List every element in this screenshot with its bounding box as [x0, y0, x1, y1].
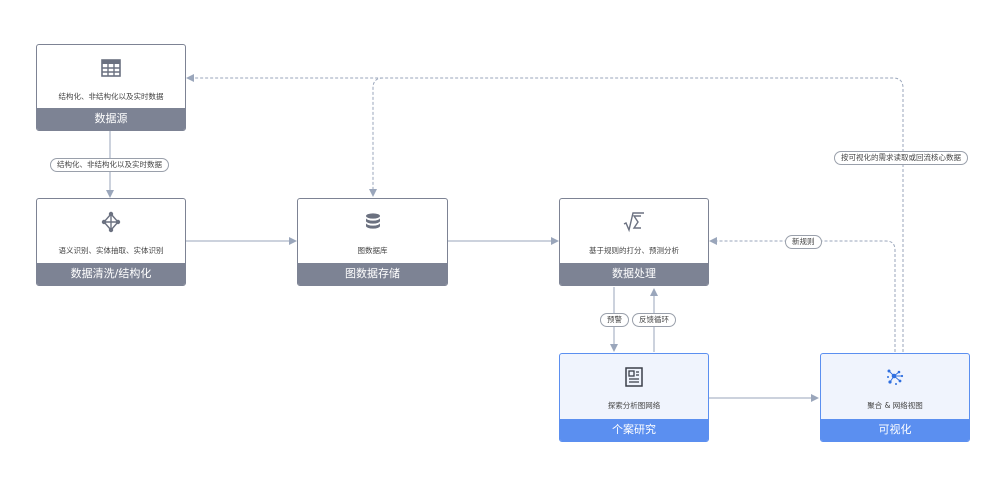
node-visualization[interactable]: 聚合 & 网络视图 可视化	[820, 353, 970, 442]
node-data-source[interactable]: 结构化、非结构化以及实时数据 数据源	[36, 44, 186, 131]
node-graph-storage[interactable]: 图数据库 图数据存储	[297, 198, 448, 286]
table-icon	[101, 59, 121, 77]
network-graph-icon	[101, 211, 121, 233]
node-description: 聚合 & 网络视图	[867, 401, 923, 410]
node-description: 图数据库	[357, 246, 388, 255]
edge-label-on-demand-read: 按可视化的需求读取或回流核心数据	[834, 151, 968, 165]
node-description: 基于规则的打分、预测分析	[589, 246, 679, 255]
node-title: 数据源	[37, 108, 185, 130]
newspaper-icon	[625, 367, 643, 387]
edge-label-feedback-loop: 反馈循环	[632, 313, 676, 327]
edge-branch-to-storage	[369, 77, 384, 197]
edge-label-warning: 预警	[600, 313, 629, 327]
node-description: 结构化、非结构化以及实时数据	[58, 92, 164, 101]
edge-label-new-rules: 新规则	[785, 235, 822, 249]
node-title: 可视化	[821, 419, 969, 441]
scatter-cluster-icon	[887, 369, 904, 385]
node-title: 图数据存储	[298, 263, 447, 285]
node-title: 个案研究	[560, 419, 708, 441]
node-data-processing[interactable]: 基于规则的打分、预测分析 数据处理	[559, 198, 709, 286]
sqrt-sigma-icon	[623, 212, 644, 233]
node-description: 探索分析图网络	[607, 401, 661, 410]
edge-visualization-to-processing	[709, 237, 896, 352]
node-data-cleaning[interactable]: 语义识别、实体抽取、实体识别 数据清洗/结构化	[36, 198, 186, 286]
node-description: 语义识别、实体抽取、实体识别	[58, 246, 164, 255]
node-case-study[interactable]: 探索分析图网络 个案研究	[559, 353, 709, 442]
database-icon	[365, 213, 380, 229]
edge-visualization-to-source	[186, 74, 904, 352]
node-title: 数据清洗/结构化	[37, 263, 185, 285]
edge-label-source-to-cleaning: 结构化、非结构化以及实时数据	[50, 158, 169, 172]
node-title: 数据处理	[560, 263, 708, 285]
